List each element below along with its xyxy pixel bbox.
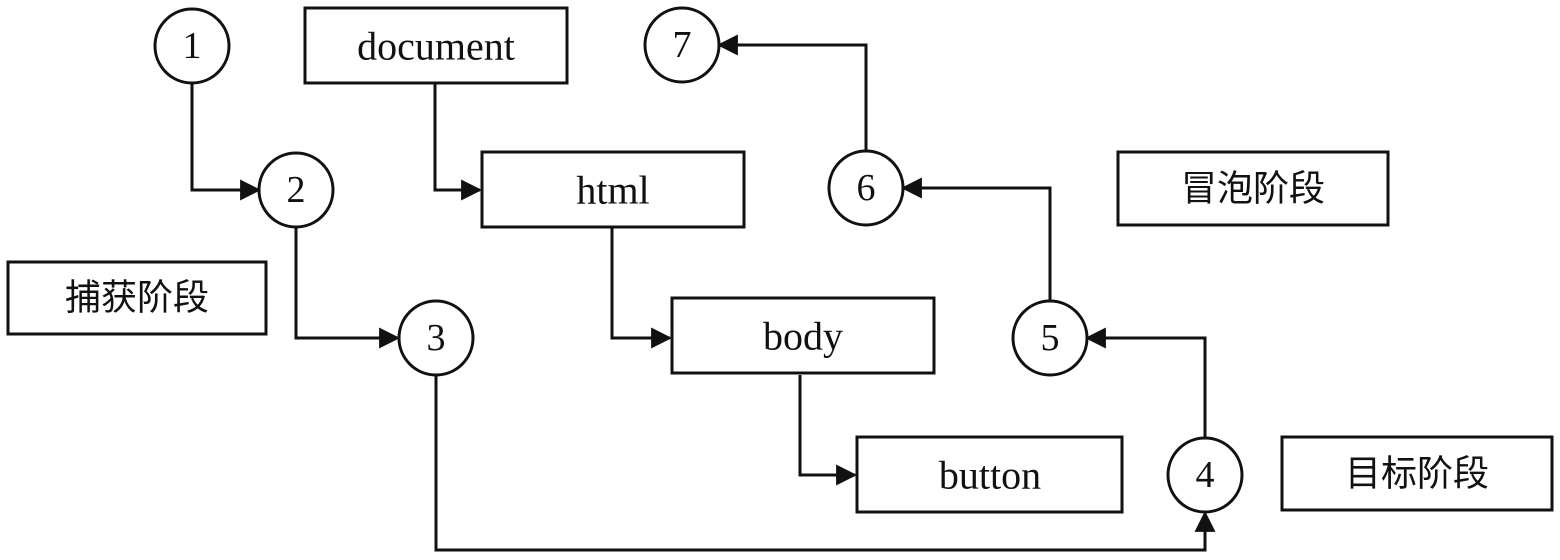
step-1: 1 xyxy=(153,7,231,85)
edge-body-button xyxy=(798,375,858,486)
node-button: button xyxy=(855,435,1124,514)
step-3-label: 3 xyxy=(427,317,446,359)
step-7-label: 7 xyxy=(673,24,692,66)
node-html-label: html xyxy=(576,168,649,213)
phase-capture-label: 捕获阶段 xyxy=(65,278,209,319)
edge-document-html xyxy=(433,83,483,201)
step-4: 4 xyxy=(1166,436,1244,514)
edge-2-3 xyxy=(294,227,401,349)
edge-4-5 xyxy=(1084,327,1207,437)
phase-bubble: 冒泡阶段 xyxy=(1116,150,1390,227)
edge-6-7 xyxy=(716,34,868,151)
edge-html-body xyxy=(610,227,673,349)
step-3: 3 xyxy=(397,299,475,377)
node-document-label: document xyxy=(357,24,515,69)
edge-3-4 xyxy=(434,375,1216,552)
node-document: document xyxy=(303,6,569,85)
edge-5-6 xyxy=(900,177,1052,301)
node-body: body xyxy=(670,296,936,375)
edge-1-2 xyxy=(190,83,262,201)
phase-bubble-label: 冒泡阶段 xyxy=(1181,169,1325,210)
step-2: 2 xyxy=(257,151,335,229)
phase-target: 目标阶段 xyxy=(1280,435,1554,512)
step-7: 7 xyxy=(643,6,721,84)
phase-capture: 捕获阶段 xyxy=(6,260,268,336)
step-6: 6 xyxy=(827,149,905,227)
node-html: html xyxy=(480,150,746,229)
step-2-label: 2 xyxy=(287,169,306,211)
node-button-label: button xyxy=(939,453,1041,498)
phase-target-label: 目标阶段 xyxy=(1345,454,1489,495)
step-1-label: 1 xyxy=(183,25,202,67)
node-body-label: body xyxy=(763,314,843,359)
step-5-label: 5 xyxy=(1041,317,1060,359)
step-4-label: 4 xyxy=(1196,454,1215,496)
step-6-label: 6 xyxy=(857,167,876,209)
step-5: 5 xyxy=(1011,299,1089,377)
